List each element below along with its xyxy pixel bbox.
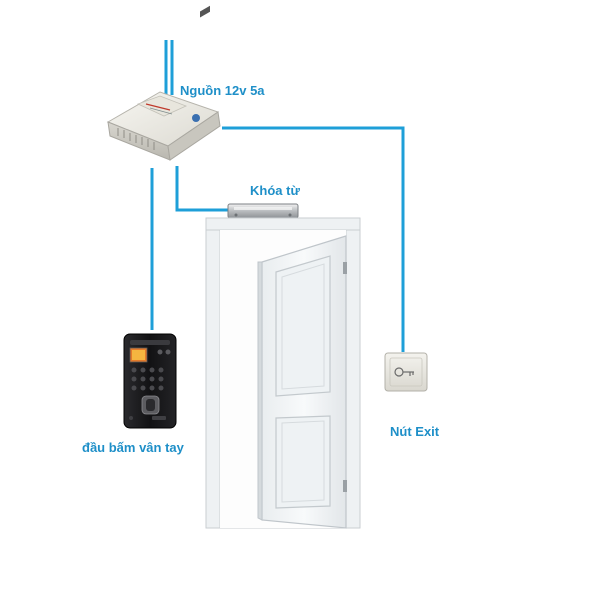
fingerprint-reader-label: đầu bấm vân tay (82, 440, 184, 455)
magnetic-lock-icon (227, 203, 299, 219)
power-supply-label: Nguồn 12v 5a (180, 83, 265, 98)
wire-power-to-exit-button (222, 126, 405, 352)
exit-button-label: Nút Exit (390, 424, 440, 439)
fingerprint-reader-icon (123, 333, 177, 429)
wire-power-to-lock (175, 166, 228, 212)
magnetic-lock-label: Khóa từ (250, 183, 300, 198)
wires (150, 40, 405, 352)
power-supply-box-icon (106, 5, 221, 161)
door-icon (257, 235, 347, 529)
exit-button-icon (384, 352, 428, 392)
